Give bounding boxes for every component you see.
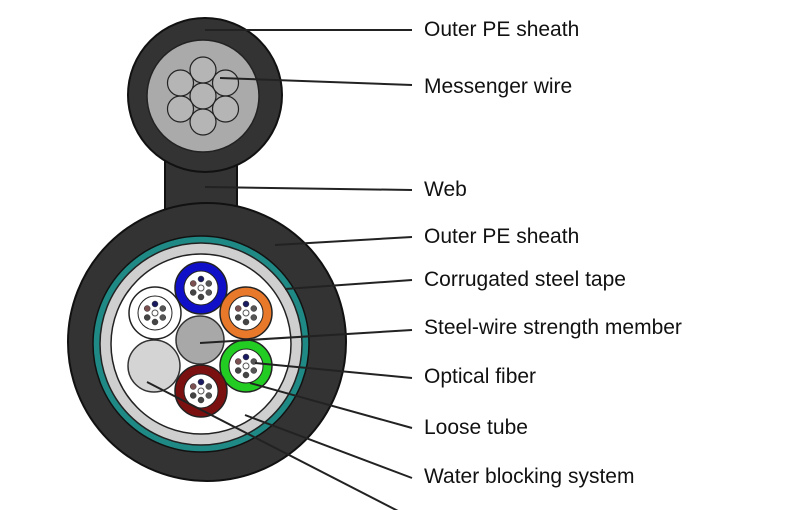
optical-fiber xyxy=(143,305,151,312)
loose-tubes xyxy=(127,261,273,418)
filler-rod xyxy=(127,339,181,393)
optical-fiber xyxy=(234,358,242,365)
optical-fiber xyxy=(189,289,197,296)
optical-fiber xyxy=(242,371,250,379)
optical-fiber xyxy=(242,362,250,370)
optical-fiber xyxy=(205,383,213,390)
leader-line xyxy=(146,381,399,510)
optical-fiber xyxy=(242,300,250,308)
strand xyxy=(166,95,195,123)
optical-fiber xyxy=(234,314,242,321)
optical-fiber xyxy=(151,309,159,317)
label-outer-pe-sheath: Outer PE sheath xyxy=(424,225,580,248)
label-messenger-wire: Messenger wire xyxy=(424,75,573,98)
optical-fiber xyxy=(250,367,258,374)
optical-fiber xyxy=(197,396,205,404)
label-web: Web xyxy=(424,178,467,201)
leader-line xyxy=(244,414,413,479)
optical-fiber xyxy=(242,318,250,326)
optical-fiber xyxy=(189,280,197,287)
optical-fiber xyxy=(250,314,258,321)
label-corrugated-steel-tape: Corrugated steel tape xyxy=(424,268,626,291)
leader-line xyxy=(274,236,413,246)
label-optical-fiber: Optical fiber xyxy=(424,365,537,388)
optical-fiber xyxy=(143,314,151,321)
optical-fiber xyxy=(189,383,197,390)
optical-fiber xyxy=(205,392,213,399)
strand xyxy=(189,56,217,84)
leader-line xyxy=(219,77,413,86)
label-loose-tube: Loose tube xyxy=(424,416,528,439)
optical-fiber xyxy=(159,314,167,321)
leader-line xyxy=(284,279,413,290)
label-steel-wire-strength-member: Steel-wire strength member xyxy=(424,316,682,339)
leader-line xyxy=(254,362,413,379)
leader-line xyxy=(249,382,413,429)
optical-fiber xyxy=(242,353,250,361)
optical-fiber xyxy=(151,300,159,308)
leader-line xyxy=(204,186,413,191)
optical-fiber xyxy=(242,309,250,317)
strand xyxy=(211,95,240,123)
optical-fiber xyxy=(205,280,213,287)
optical-fiber xyxy=(234,367,242,374)
optical-fiber xyxy=(197,293,205,301)
optical-fiber xyxy=(205,289,213,296)
strand xyxy=(166,69,195,97)
optical-fiber xyxy=(151,318,159,326)
optical-fiber xyxy=(197,284,205,292)
optical-fiber xyxy=(189,392,197,399)
leader-lines xyxy=(146,29,413,510)
optical-fiber xyxy=(197,387,205,395)
label-outer-pe-sheath-top: Outer PE sheath xyxy=(424,18,580,41)
optical-fiber xyxy=(197,275,205,283)
optical-fiber xyxy=(234,305,242,312)
strength-member xyxy=(175,315,225,365)
leader-line xyxy=(199,329,413,344)
optical-fiber xyxy=(197,378,205,386)
optical-fiber xyxy=(250,305,258,312)
strand xyxy=(211,69,240,97)
label-water-blocking-system: Water blocking system xyxy=(424,465,635,488)
strand xyxy=(189,82,217,110)
optical-fiber xyxy=(159,305,167,312)
strand xyxy=(189,108,217,136)
messenger-strands xyxy=(166,56,240,136)
